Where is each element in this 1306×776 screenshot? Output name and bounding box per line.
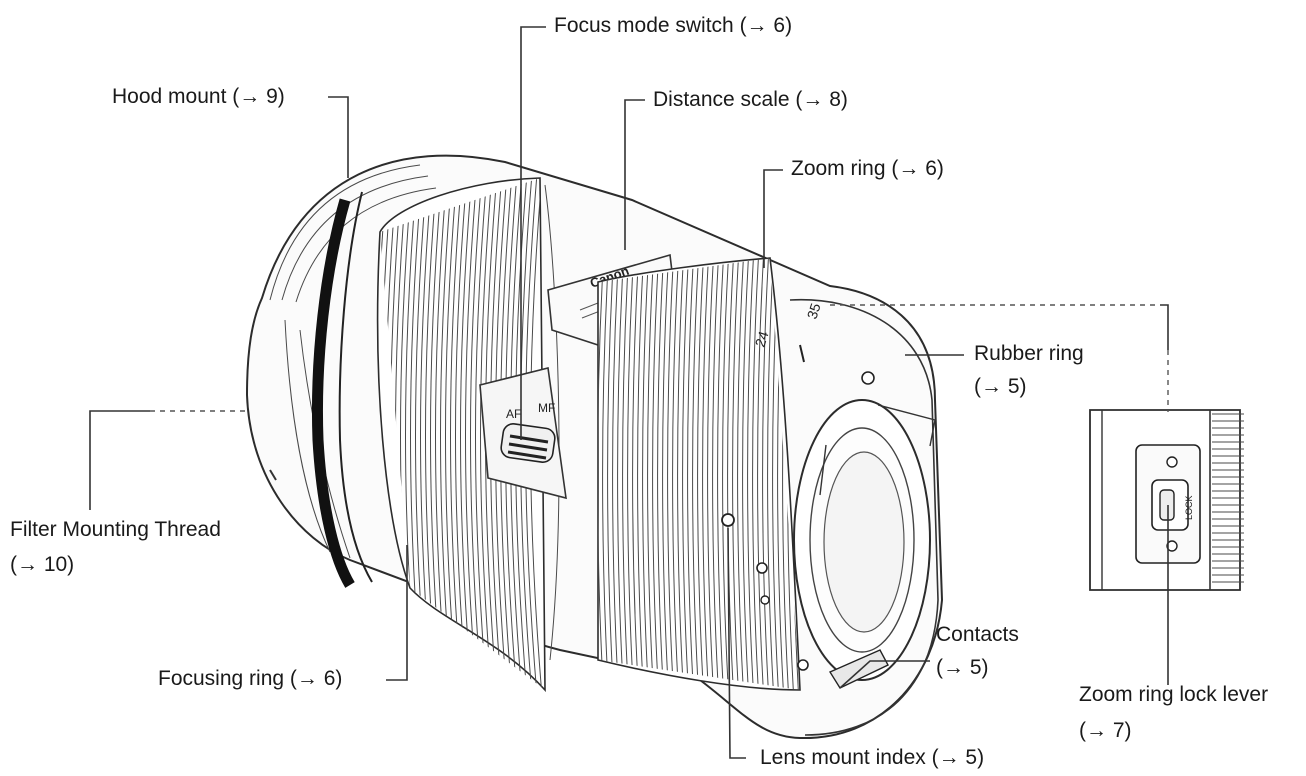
label-filter-mounting-thread-ref: (→ 10) bbox=[10, 550, 74, 580]
rear-glass bbox=[824, 452, 904, 632]
label-zoom-ring: Zoom ring (→ 6) bbox=[791, 154, 944, 184]
label-focusing-ring: Focusing ring (→ 6) bbox=[158, 664, 342, 694]
lock-text: LOCK bbox=[1184, 495, 1194, 520]
label-rubber-ring-ref: (→ 5) bbox=[974, 372, 1027, 402]
label-lens-mount-index: Lens mount index (→ 5) bbox=[760, 743, 984, 773]
zoom-lock-inset: LOCK bbox=[1090, 410, 1244, 590]
label-hood-mount: Hood mount (→ 9) bbox=[112, 82, 285, 112]
mf-text: MF bbox=[538, 401, 555, 415]
label-focus-mode-switch: Focus mode switch (→ 6) bbox=[554, 11, 792, 41]
lens-mount-index bbox=[722, 514, 734, 526]
label-contacts: Contacts bbox=[936, 620, 1019, 650]
label-rubber-ring: Rubber ring bbox=[974, 339, 1084, 369]
label-distance-scale: Distance scale (→ 8) bbox=[653, 85, 848, 115]
lens-body: Canon AF MF 24 35 bbox=[247, 150, 942, 738]
label-zoom-ring-lock-lever-ref: (→ 7) bbox=[1079, 716, 1132, 746]
af-text: AF bbox=[506, 407, 521, 421]
label-filter-mounting-thread: Filter Mounting Thread bbox=[10, 515, 221, 545]
label-zoom-ring-lock-lever: Zoom ring lock lever bbox=[1079, 680, 1268, 710]
label-contacts-ref: (→ 5) bbox=[936, 653, 989, 683]
